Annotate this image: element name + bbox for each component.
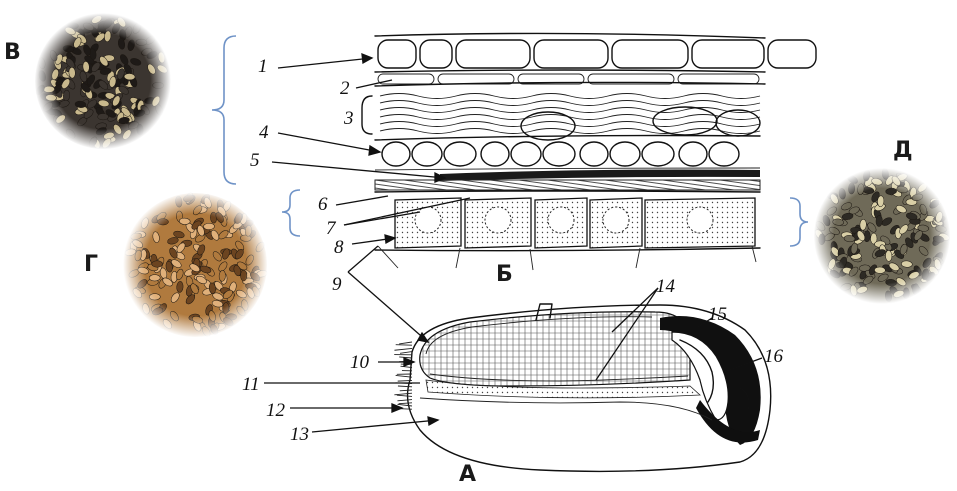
cross-cell xyxy=(642,142,674,166)
grain-kernel xyxy=(885,250,892,261)
label-4: 4 xyxy=(259,122,269,143)
grain-kernel xyxy=(149,275,160,282)
label-2: 2 xyxy=(340,78,350,99)
cross-cell xyxy=(444,142,476,166)
label-16: 16 xyxy=(764,346,784,367)
cross-cell xyxy=(511,142,541,166)
cross-cell xyxy=(543,142,575,166)
grain-kernel xyxy=(158,219,169,225)
cell-nucleus xyxy=(415,207,441,233)
brush-hair xyxy=(394,393,412,395)
cell-nucleus xyxy=(485,207,511,233)
label-11: 11 xyxy=(242,374,260,395)
cell-nucleus xyxy=(603,207,629,233)
grain-photo-g xyxy=(123,192,268,338)
brush-hair xyxy=(400,352,412,354)
cross-cell xyxy=(412,142,442,166)
label-7: 7 xyxy=(326,218,337,239)
label-13: 13 xyxy=(290,424,309,445)
epidermis-cell xyxy=(378,40,416,68)
grain-kernel xyxy=(43,86,54,93)
panel-label-a: А xyxy=(459,462,476,487)
grain-photo-d xyxy=(814,168,951,304)
grain-longitudinal-section xyxy=(394,304,770,471)
brush-hair xyxy=(399,403,412,404)
cross-cell xyxy=(709,142,739,166)
parenchyma-line xyxy=(380,122,760,127)
parenchyma-line xyxy=(380,101,760,106)
epidermis-cell xyxy=(768,40,816,68)
grain-kernel xyxy=(241,270,247,281)
cross-cell xyxy=(679,142,707,166)
panel-label-d: Д xyxy=(893,138,913,163)
label-10: 10 xyxy=(350,352,370,373)
epidermis-cell xyxy=(692,40,764,68)
brace-aleurone xyxy=(282,190,300,236)
cell-nucleus xyxy=(687,207,713,233)
cross-cell xyxy=(580,142,608,166)
parenchyma-line xyxy=(380,115,760,120)
grain-photo-v xyxy=(34,13,171,150)
endosperm-wall xyxy=(530,249,533,270)
label-8: 8 xyxy=(334,237,344,258)
label-6: 6 xyxy=(318,194,328,215)
label-12: 12 xyxy=(266,400,286,421)
brush-hair xyxy=(396,345,412,346)
grain-kernel xyxy=(136,39,147,46)
cross-section xyxy=(375,33,816,270)
grain-kernel xyxy=(819,234,826,245)
endosperm xyxy=(420,312,690,386)
label-1: 1 xyxy=(258,56,268,77)
cross-cell xyxy=(610,142,640,166)
bracket-3 xyxy=(362,96,372,134)
endosperm-wall xyxy=(636,248,640,268)
parenchyma-line xyxy=(380,94,760,99)
cross-cell xyxy=(382,142,410,166)
label-14: 14 xyxy=(656,276,676,297)
panel-label-v: В xyxy=(4,40,21,65)
label-9: 9 xyxy=(332,274,342,295)
brush-hair xyxy=(397,400,412,401)
label-15: 15 xyxy=(708,304,727,325)
brush-hair xyxy=(399,357,412,358)
brush-hair xyxy=(400,390,412,391)
brush-hair xyxy=(399,342,412,344)
brush-hair xyxy=(396,375,412,377)
grain-kernel xyxy=(152,261,163,268)
brush-hair xyxy=(397,395,412,396)
epidermis-cell xyxy=(420,40,452,68)
endosperm-wall xyxy=(378,246,398,268)
epidermis-cell xyxy=(456,40,530,68)
grain-kernel xyxy=(153,82,164,89)
grain-kernel xyxy=(203,223,214,230)
cell-nucleus xyxy=(548,207,574,233)
brush-hair xyxy=(394,348,412,350)
label-3: 3 xyxy=(343,108,354,129)
brush-hair xyxy=(398,386,412,387)
grain-kernel xyxy=(149,294,160,301)
panel-label-g: Г xyxy=(84,252,98,277)
cross-cell xyxy=(481,142,509,166)
grain-kernel xyxy=(874,267,885,274)
hypodermis-cell xyxy=(378,74,434,84)
epidermis-cell xyxy=(612,40,688,68)
brace-right xyxy=(790,198,808,246)
epidermis-cell xyxy=(534,40,608,68)
label-5: 5 xyxy=(250,150,260,171)
brush-hair xyxy=(397,404,412,406)
panel-label-b: Б xyxy=(496,262,513,287)
brace-pericarp xyxy=(212,36,236,184)
